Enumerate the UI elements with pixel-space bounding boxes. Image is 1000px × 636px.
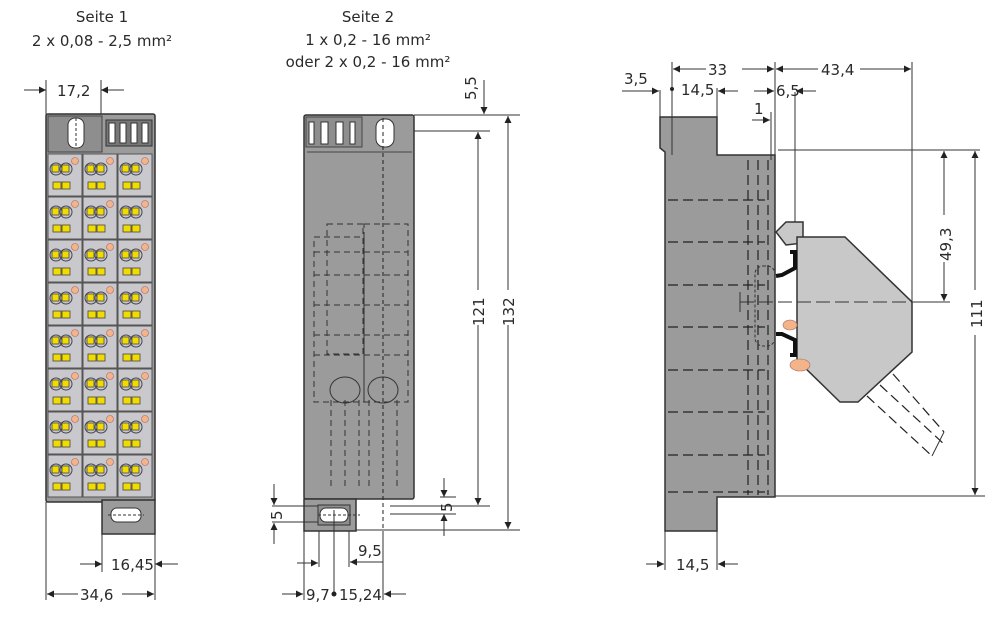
terminal-cell	[117, 153, 153, 197]
terminal-cell	[117, 282, 153, 326]
terminal-cell	[117, 325, 153, 369]
terminal-cell	[47, 368, 83, 412]
dim-center-height: 49,3	[937, 228, 955, 261]
dim-clip: 6,5	[776, 82, 800, 100]
terminal-cell	[82, 196, 118, 240]
dim-gap: 1	[754, 100, 764, 118]
dim-extension: 43,4	[821, 61, 854, 79]
seite1-title: Seite 1	[76, 8, 128, 26]
dim-flange: 3,5	[624, 70, 648, 88]
jumper-slots	[105, 119, 153, 147]
dim-overall-width: 34,6	[80, 586, 113, 604]
terminal-cell	[82, 325, 118, 369]
relay-module	[796, 236, 913, 403]
view-seite-2: Seite 2 1 x 0,2 - 16 mm² oder 2 x 0,2 - …	[268, 8, 520, 604]
terminal-cell	[47, 411, 83, 455]
view-seite-1: Seite 1 2 x 0,08 - 2,5 mm² 17,2	[24, 8, 178, 604]
view-side: 33 43,4 3,5 14,5 6,5 1 49,3 111	[622, 61, 986, 574]
terminal-cell	[117, 411, 153, 455]
internal-outline	[313, 223, 409, 490]
dim-step: 14,5	[681, 81, 714, 99]
terminal-cell	[82, 368, 118, 412]
terminal-cell	[47, 239, 83, 283]
terminal-cell	[82, 239, 118, 283]
dim-top-width: 17,2	[57, 82, 90, 100]
terminal-cell	[47, 325, 83, 369]
dim-hole-height-left: 5	[268, 510, 286, 520]
terminal-cell	[47, 282, 83, 326]
terminal-cell	[82, 454, 118, 498]
dim-top-offset: 5,5	[462, 76, 480, 100]
dim-overall-height-side: 111	[968, 299, 986, 328]
dim-bottom-offset: 16,45	[111, 556, 154, 574]
housing-side	[659, 116, 776, 532]
dim-pitch: 15,24	[339, 586, 382, 604]
terminal-cell	[82, 282, 118, 326]
terminal-cell	[117, 368, 153, 412]
dim-foot-width: 14,5	[676, 556, 709, 574]
seite2-spec-2: oder 2 x 0,2 - 16 mm²	[286, 53, 451, 71]
dim-overall-height: 132	[500, 297, 518, 326]
seite2-title: Seite 2	[342, 8, 394, 26]
terminal-grid	[47, 153, 153, 498]
dim-hole-offset: 9,5	[358, 542, 382, 560]
terminal-cell	[117, 454, 153, 498]
internal-dashes	[668, 160, 776, 495]
terminal-cell	[47, 196, 83, 240]
seite2-spec-1: 1 x 0,2 - 16 mm²	[305, 31, 431, 49]
terminal-cell	[47, 153, 83, 197]
dim-inner-height: 121	[470, 297, 488, 326]
dim-hole-height-right: 5	[438, 502, 456, 512]
terminal-cell	[82, 411, 118, 455]
terminal-cell	[117, 196, 153, 240]
terminal-cell	[47, 454, 83, 498]
terminal-cell	[82, 153, 118, 197]
seite1-spec: 2 x 0,08 - 2,5 mm²	[32, 32, 172, 50]
terminal-cell	[117, 239, 153, 283]
dim-depth: 33	[708, 61, 727, 79]
dim-left-offset: 9,7	[306, 586, 330, 604]
